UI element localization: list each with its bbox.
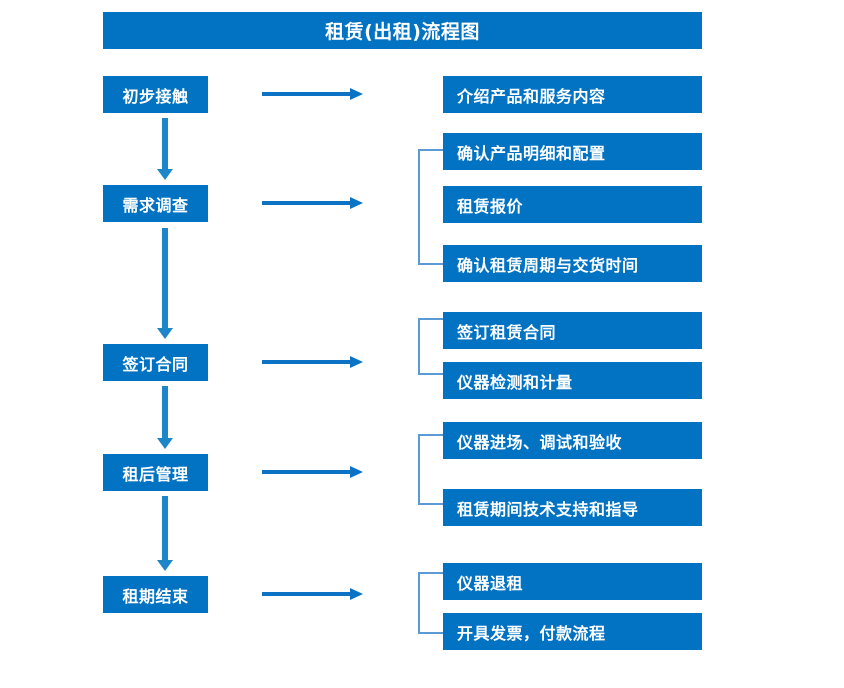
- detail-box-invoice-payment[interactable]: 开具发票，付款流程: [443, 613, 702, 650]
- detail-box-instrument-return[interactable]: 仪器退租: [443, 563, 702, 600]
- detail-box-confirm-period-delivery[interactable]: 确认租赁周期与交货时间: [443, 245, 702, 282]
- bracket-connector-lease-end: [418, 572, 443, 634]
- stage-box-lease-end[interactable]: 租期结束: [103, 576, 208, 613]
- bracket-connector-post-rental-management: [418, 434, 443, 505]
- down-arrow-icon-management-to-end: [157, 496, 173, 571]
- diagram-title: 租赁(出租)流程图: [103, 12, 702, 49]
- detail-box-introduce-products[interactable]: 介绍产品和服务内容: [443, 76, 702, 113]
- detail-box-technical-support[interactable]: 租赁期间技术支持和指导: [443, 489, 702, 526]
- bracket-connector-sign-contract: [418, 318, 443, 375]
- right-arrow-icon-sign-contract: [262, 355, 363, 369]
- right-arrow-icon-initial-contact: [262, 87, 363, 101]
- stage-box-initial-contact[interactable]: 初步接触: [103, 76, 208, 113]
- stage-box-sign-contract[interactable]: 签订合同: [103, 344, 208, 381]
- stage-box-demand-survey[interactable]: 需求调查: [103, 185, 208, 222]
- down-arrow-icon-contract-to-management: [157, 386, 173, 449]
- right-arrow-icon-demand-survey: [262, 196, 363, 210]
- right-arrow-icon-post-rental-management: [262, 465, 363, 479]
- detail-box-sign-rental-contract[interactable]: 签订租赁合同: [443, 312, 702, 349]
- down-arrow-icon-contact-to-survey: [157, 118, 173, 180]
- stage-box-post-rental-management[interactable]: 租后管理: [103, 454, 208, 491]
- right-arrow-icon-lease-end: [262, 587, 363, 601]
- detail-box-rental-quotation[interactable]: 租赁报价: [443, 186, 702, 223]
- detail-box-confirm-product-details[interactable]: 确认产品明细和配置: [443, 133, 702, 170]
- bracket-connector-demand-survey: [418, 149, 443, 265]
- detail-box-instrument-entry-commissioning[interactable]: 仪器进场、调试和验收: [443, 422, 702, 459]
- detail-box-instrument-inspection[interactable]: 仪器检测和计量: [443, 362, 702, 399]
- down-arrow-icon-survey-to-contract: [157, 228, 173, 339]
